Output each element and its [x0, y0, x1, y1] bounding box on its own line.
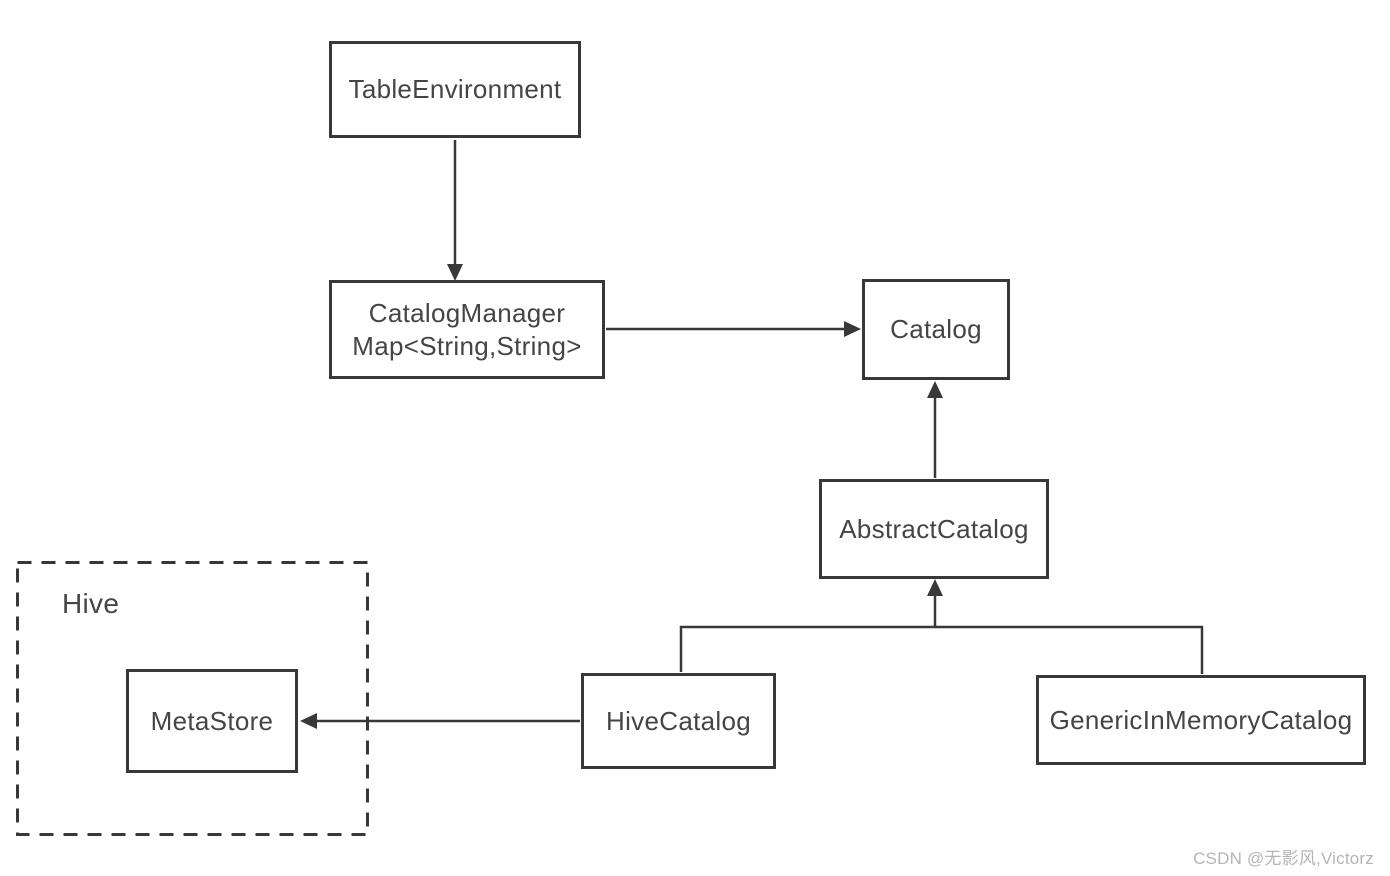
- node-meta-store: MetaStore: [126, 669, 298, 773]
- node-abstract-catalog-label: AbstractCatalog: [839, 513, 1029, 544]
- node-table-environment: TableEnvironment: [329, 41, 581, 138]
- edge-tableenvironment-to-catalogmanager: [447, 140, 463, 281]
- node-generic-in-memory-catalog: GenericInMemoryCatalog: [1036, 675, 1366, 765]
- arrowhead-right-icon: [844, 321, 861, 337]
- csdn-watermark: CSDN @无影风,Victorz: [1193, 849, 1374, 868]
- node-table-environment-label: TableEnvironment: [348, 74, 562, 105]
- arrowhead-up-icon: [927, 381, 943, 398]
- edge-branch-connector: [679, 625, 1204, 674]
- hive-group-dashed-border: [16, 561, 369, 836]
- hive-group-label: Hive: [62, 588, 120, 619]
- edge-branch-to-abstractcatalog: [927, 579, 943, 627]
- node-hive-catalog: HiveCatalog: [581, 673, 776, 769]
- node-generic-in-memory-catalog-label: GenericInMemoryCatalog: [1049, 704, 1353, 735]
- arrowhead-down-icon: [447, 264, 463, 281]
- node-meta-store-label: MetaStore: [150, 705, 274, 736]
- node-catalog-label: Catalog: [890, 314, 982, 345]
- arrowhead-left-icon: [300, 713, 317, 729]
- node-catalog-manager-label-line2: Map<String,String>: [352, 330, 582, 361]
- node-hive-catalog-label: HiveCatalog: [606, 705, 751, 736]
- arrowhead-up-icon: [927, 579, 943, 596]
- node-catalog-manager-label-line1: CatalogManager: [368, 298, 566, 328]
- node-catalog: Catalog: [862, 279, 1010, 380]
- node-catalog-manager: CatalogManager Map<String,String>: [329, 280, 605, 379]
- edge-abstractcatalog-to-catalog: [927, 381, 943, 478]
- edge-catalogmanager-to-catalog: [606, 321, 861, 337]
- node-abstract-catalog: AbstractCatalog: [819, 479, 1049, 579]
- edge-hivecatalog-to-metastore: [300, 713, 580, 729]
